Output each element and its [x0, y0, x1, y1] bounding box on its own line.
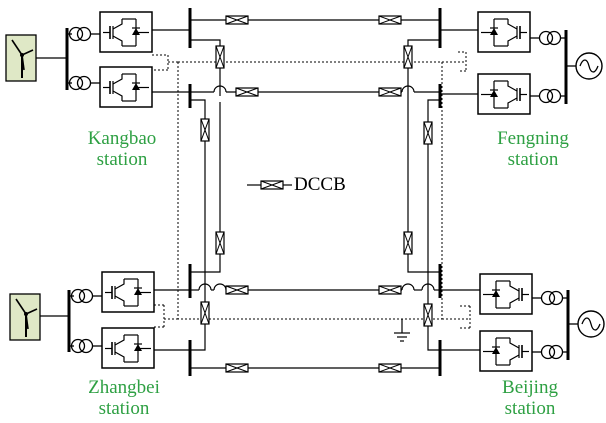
dccb-breaker-icon: [235, 87, 259, 97]
beijing-station: [479, 273, 605, 372]
dccb-breaker-icon: [225, 363, 249, 373]
dccb-breaker-icon: [423, 303, 433, 327]
wind-turbine-icon: [9, 293, 41, 341]
station-suffix: station: [98, 398, 150, 419]
dccb-breaker-icon: [225, 285, 249, 295]
transformer-icon: [70, 338, 94, 354]
station-suffix: station: [504, 398, 556, 419]
transformer-icon: [70, 288, 94, 304]
dccb-breaker-icon: [215, 45, 225, 69]
zhangbei-station: [9, 271, 155, 369]
transformer-icon: [538, 30, 562, 46]
station-suffix: station: [96, 149, 148, 170]
dccb-breaker-icon: [403, 45, 413, 69]
dccb-breaker-icon: [215, 231, 225, 255]
dccb-breaker-icon: [200, 118, 210, 142]
station-suffix: station: [507, 149, 559, 170]
dccb-breaker-icon: [200, 301, 210, 325]
fengning-station-label: Fengning station: [478, 128, 588, 170]
converter-icon: [99, 66, 153, 108]
transformer-icon: [68, 75, 92, 91]
beijing-station-label: Beijing station: [480, 377, 580, 419]
ac-source-icon: [575, 52, 603, 80]
zhangbei-station-label: Zhangbei station: [74, 377, 174, 419]
transformer-icon: [540, 290, 564, 306]
converter-icon: [101, 327, 155, 369]
kangbao-station-label: Kangbao station: [72, 128, 172, 170]
ac-source-icon: [577, 310, 605, 338]
dc-buses: [188, 8, 442, 376]
converter-icon: [99, 11, 153, 53]
dccb-breaker-icon: [378, 363, 402, 373]
kangbao-station: [5, 11, 153, 108]
station-name: Fengning: [497, 128, 569, 149]
converter-icon: [477, 11, 531, 53]
wind-turbine-icon: [5, 34, 37, 82]
legend-dccb-symbol: [247, 180, 292, 190]
converter-icon: [479, 273, 533, 315]
transformer-icon: [68, 26, 92, 42]
fengning-station: [477, 11, 603, 115]
converter-icon: [101, 271, 155, 313]
transformer-icon: [538, 88, 562, 104]
ground-icon: [394, 319, 410, 342]
dccb-breaker-icon: [378, 87, 402, 97]
dotted-return-network: [152, 51, 471, 329]
legend-dccb-label: DCCB: [294, 174, 346, 195]
station-name: Beijing: [502, 377, 558, 398]
transformer-icon: [540, 344, 564, 360]
dccb-breaker-icon: [225, 15, 249, 25]
station-name: Kangbao: [87, 128, 157, 149]
dccb-breaker-icon: [423, 121, 433, 145]
dccb-breaker-icon: [403, 231, 413, 255]
station-name: Zhangbei: [88, 377, 160, 398]
dccb-breaker-icon: [378, 15, 402, 25]
dccb-breaker-icon: [260, 180, 284, 190]
converter-icon: [479, 330, 533, 372]
converter-icon: [477, 73, 531, 115]
dccb-breaker-icon: [378, 285, 402, 295]
